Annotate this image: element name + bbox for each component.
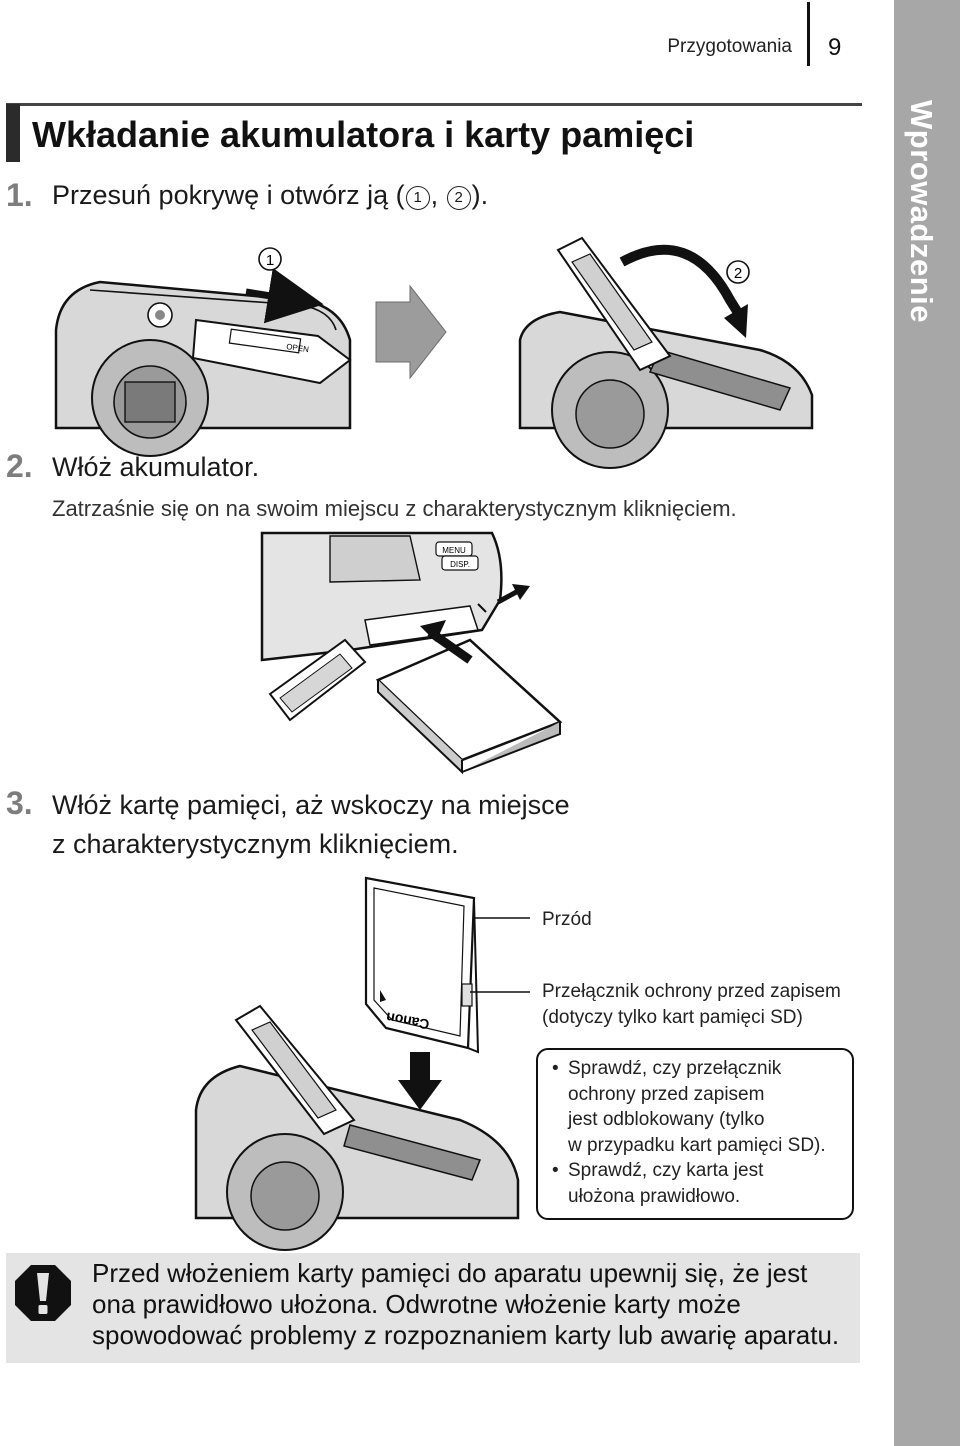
tip-item: Sprawdź, czy karta jest ułożona prawidło… xyxy=(550,1158,842,1209)
battery-insertion-illustration: MENU DISP. xyxy=(260,531,563,775)
step-1-text-end: ). xyxy=(471,180,489,210)
card-brand: Canon xyxy=(385,1009,431,1032)
step-2-subtext: Zatrzaśnie się on na swoim miejscu z cha… xyxy=(52,496,737,521)
page-title: Wkładanie akumulatora i karty pamięci xyxy=(32,114,695,155)
warning-text: Przed włożeniem karty pamięci do aparatu… xyxy=(92,1258,862,1351)
label-1: 1 xyxy=(266,252,274,269)
label-1-circle xyxy=(258,247,282,271)
camera-cover-slide-illustration: OPEN 1 xyxy=(54,247,352,457)
title-marker xyxy=(6,104,20,162)
warning-box xyxy=(6,1253,860,1363)
circled-2-marker: 2 xyxy=(446,185,471,210)
title-rule xyxy=(6,103,862,106)
illustrations: OPEN 1 2 MENU DISP. xyxy=(54,236,814,1251)
open-label: OPEN xyxy=(286,342,310,354)
page-number: 9 xyxy=(828,34,842,61)
tip-1-line-1: Sprawdź, czy przełącznik xyxy=(568,1058,782,1079)
warning-line-1: Przed włożeniem karty pamięci do aparatu… xyxy=(92,1258,808,1288)
step-3-line-2: z charakterystycznym kliknięciem. xyxy=(52,829,459,859)
callout-write-protect: Przełącznik ochrony przed zapisem (dotyc… xyxy=(542,979,882,1031)
circled-1-marker: 1 xyxy=(405,185,430,210)
step-2-text: Włóż akumulator. xyxy=(52,452,260,482)
tip-item: Sprawdź, czy przełącznik ochrony przed z… xyxy=(550,1056,842,1158)
memory-card-insertion-illustration: Canon xyxy=(194,876,530,1251)
disp-button-label: DISP. xyxy=(450,560,470,569)
side-chapter-label: Wprowadzenie xyxy=(904,100,939,324)
tip-2-line-2: ułożona prawidłowo. xyxy=(568,1185,741,1207)
step-3-line-1: Włóż kartę pamięci, aż wskoczy na miejsc… xyxy=(52,790,570,820)
step-1-number: 1. xyxy=(6,177,33,213)
tip-2-line-1: Sprawdź, czy karta jest xyxy=(568,1160,764,1181)
warning-line-2: ona prawidłowo ułożona. Odwrotne włożeni… xyxy=(92,1289,741,1319)
label-2: 2 xyxy=(734,265,742,282)
warning-line-3: spowodować problemy z rozpoznaniem karty… xyxy=(92,1320,840,1350)
callout-write-protect-line-1: Przełącznik ochrony przed zapisem xyxy=(542,981,841,1002)
tip-1-line-4: w przypadku kart pamięci SD). xyxy=(568,1134,826,1156)
tip-1-line-3: jest odblokowany (tylko xyxy=(568,1109,765,1130)
tips-box: Sprawdź, czy przełącznik ochrony przed z… xyxy=(536,1048,854,1220)
step-1-text: Przesuń pokrywę i otwórz ją (1, 2). xyxy=(52,180,488,211)
step-2-number: 2. xyxy=(6,448,33,484)
menu-button-label: MENU xyxy=(442,546,466,555)
step-3-number: 3. xyxy=(6,785,33,821)
callout-write-protect-line-2: (dotyczy tylko kart pamięci SD) xyxy=(542,1007,803,1028)
section-name: Przygotowania xyxy=(667,36,792,57)
side-chapter-tab: Wprowadzenie xyxy=(894,0,960,1446)
tip-1-line-2: ochrony przed zapisem xyxy=(568,1083,765,1105)
step-1-separator: , xyxy=(430,180,446,210)
header-divider xyxy=(807,2,810,66)
step-1-text-start: Przesuń pokrywę i otwórz ją ( xyxy=(52,180,405,210)
callout-front: Przód xyxy=(542,909,592,930)
step-3-text: Włóż kartę pamięci, aż wskoczy na miejsc… xyxy=(52,786,752,864)
label-2-circle xyxy=(726,260,750,284)
transition-arrow-icon xyxy=(375,284,447,380)
camera-cover-open-illustration: 2 xyxy=(518,236,814,469)
caution-icon xyxy=(15,1265,71,1321)
